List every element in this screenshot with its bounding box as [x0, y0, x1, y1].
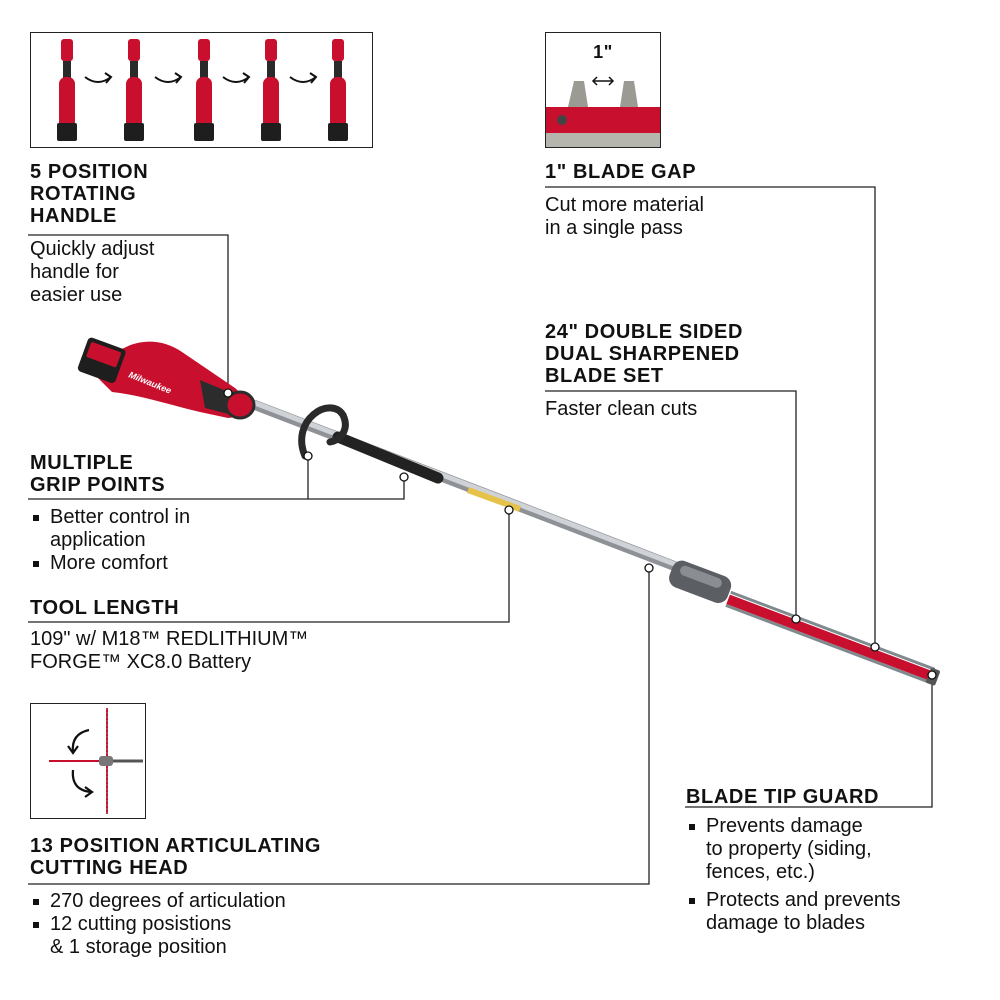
- tip-guard-bullet-line: damage to blades: [706, 912, 866, 934]
- callout-dot-grip-loop: [303, 451, 313, 461]
- tip-guard-bullet: Protects and prevents damage to blades: [686, 889, 901, 935]
- grip-title-line: GRIP POINTS: [30, 474, 166, 496]
- handle-title: 5 POSITION ROTATING HANDLE: [30, 161, 148, 227]
- handle-title-line: 5 POSITION: [30, 161, 149, 183]
- blade-set-title-line: BLADE SET: [545, 365, 664, 387]
- handle-description: Quickly adjust handle for easier use: [30, 238, 155, 307]
- blade-gap-title-line: 1" BLADE GAP: [545, 161, 697, 183]
- loop-handle: [298, 404, 349, 460]
- tip-guard-title: BLADE TIP GUARD: [686, 786, 879, 808]
- blade-tooth: [620, 81, 638, 107]
- handle-description-line: handle for: [30, 261, 119, 283]
- blade: [725, 590, 940, 686]
- battery: [77, 337, 126, 383]
- tip-guard-title-line: BLADE TIP GUARD: [686, 786, 880, 808]
- blade-tooth: [568, 81, 588, 107]
- articulation-illustration: [49, 708, 143, 814]
- handle-description-line: Quickly adjust: [30, 238, 155, 260]
- rivet: [557, 115, 567, 125]
- callout-dot-head: [644, 563, 654, 573]
- hedge-trimmer: Milwaukee: [77, 337, 940, 686]
- handle-position-4: [261, 39, 281, 141]
- callout-dots: [223, 388, 937, 680]
- head-bullet: 270 degrees of articulation: [30, 890, 286, 913]
- grip-bullet-line: Better control in: [50, 506, 191, 528]
- grip-title: MULTIPLE GRIP POINTS: [30, 452, 165, 496]
- tip-guard-bullet-line: fences, etc.): [706, 861, 815, 883]
- leader-line-blade-set: [545, 390, 797, 619]
- handle-title-line: ROTATING: [30, 183, 137, 205]
- leader-line-length: [28, 510, 510, 623]
- handle-title-line: HANDLE: [30, 205, 117, 227]
- head-bullet: 12 cutting posistions & 1 storage positi…: [30, 913, 286, 959]
- handle-description-line: easier use: [30, 284, 123, 306]
- articulate-up-arrow-icon: [67, 728, 90, 755]
- handle-position-5: [328, 39, 348, 141]
- head-title-line: 13 POSITION ARTICULATING: [30, 835, 322, 857]
- handle-position-2: [124, 39, 144, 141]
- tip-guard-bullet-line: to property (siding,: [706, 838, 872, 860]
- leader-line-grip-bar: [308, 477, 405, 500]
- blade-set-title: 24" DOUBLE SIDED DUAL SHARPENED BLADE SE…: [545, 321, 743, 387]
- grip-bullet: More comfort: [30, 552, 190, 575]
- head-bullet-line: & 1 storage position: [50, 936, 227, 958]
- grip-bullet-list: Better control in application More comfo…: [30, 506, 190, 575]
- articulation-inset: [30, 703, 146, 819]
- grip-bullet-line: More comfort: [50, 552, 168, 574]
- length-description: 109" w/ M18™ REDLITHIUM™ FORGE™ XC8.0 Ba…: [30, 628, 308, 674]
- callout-dot-grip-bar: [399, 472, 409, 482]
- leader-line-blade-gap: [545, 186, 876, 647]
- leader-line-handle: [28, 234, 229, 393]
- blade-gap-inset: 1": [545, 32, 661, 148]
- head-bullet-line: 270 degrees of articulation: [50, 890, 286, 912]
- leader-line-tip-guard: [685, 675, 933, 808]
- callout-dot-handle: [223, 388, 233, 398]
- rotate-arrows: [84, 72, 318, 84]
- handle-positions-inset: [30, 32, 373, 148]
- tip-guard-bullet-list: Prevents damage to property (siding, fen…: [686, 815, 901, 935]
- leader-lines: [28, 186, 933, 885]
- length-title: TOOL LENGTH: [30, 597, 179, 619]
- handle-position-1: [57, 39, 77, 141]
- grip-bar: [332, 431, 444, 484]
- length-title-line: TOOL LENGTH: [30, 597, 180, 619]
- head-bullet-list: 270 degrees of articulation 12 cutting p…: [30, 890, 286, 959]
- blade-gap-description-line: Cut more material: [545, 194, 704, 216]
- blade-set-description: Faster clean cuts: [545, 398, 697, 421]
- blade-set-title-line: DUAL SHARPENED: [545, 343, 740, 365]
- blade-gap-description-line: in a single pass: [545, 217, 683, 239]
- articulate-down-arrow-icon: [71, 769, 94, 798]
- tip-guard-bullet-line: Protects and prevents: [706, 889, 901, 911]
- blade-gap-illustration: [546, 76, 660, 147]
- head-title-line: CUTTING HEAD: [30, 857, 189, 879]
- length-description-line: 109" w/ M18™ REDLITHIUM™: [30, 628, 309, 650]
- length-description-line: FORGE™ XC8.0 Battery: [30, 651, 252, 673]
- blade-set-title-line: 24" DOUBLE SIDED: [545, 321, 744, 343]
- grip-bullet: Better control in application: [30, 506, 190, 552]
- blade-gap-inset-label: 1": [593, 42, 613, 62]
- blade-gap-title: 1" BLADE GAP: [545, 161, 696, 183]
- cutting-head: [669, 560, 732, 604]
- tip-guard-bullet-line: Prevents damage: [706, 815, 863, 837]
- leader-line-head: [28, 568, 650, 885]
- head-title: 13 POSITION ARTICULATING CUTTING HEAD: [30, 835, 321, 879]
- gap-width-arrow-icon: [591, 76, 615, 86]
- handle-positions-illustration: [57, 39, 348, 141]
- callout-dot-blade-set: [791, 614, 801, 624]
- callout-dot-blade-gap: [870, 642, 880, 652]
- grip-title-line: MULTIPLE: [30, 452, 134, 474]
- handle-position-3: [194, 39, 214, 141]
- head-bullet-line: 12 cutting posistions: [50, 913, 232, 935]
- blade-gap-description: Cut more material in a single pass: [545, 194, 704, 240]
- callout-dot-length: [504, 505, 514, 515]
- grip-bullet-line: application: [50, 529, 146, 551]
- callout-dot-tip-guard: [927, 670, 937, 680]
- blade-set-description-line: Faster clean cuts: [545, 398, 698, 420]
- motor-housing: Milwaukee: [98, 341, 256, 420]
- tip-guard-bullet: Prevents damage to property (siding, fen…: [686, 815, 901, 884]
